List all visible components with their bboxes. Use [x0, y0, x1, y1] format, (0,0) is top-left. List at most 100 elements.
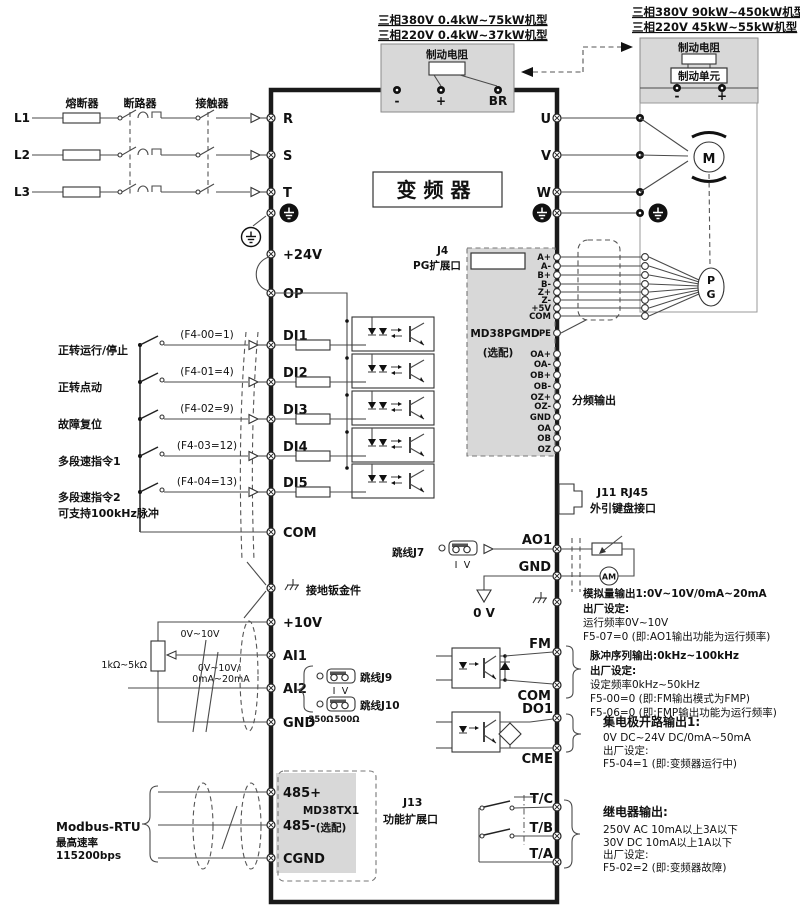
j13-port-outline	[277, 770, 377, 882]
terminal-fm	[552, 647, 562, 657]
terminal-do1	[552, 713, 562, 723]
pg-terminal-label: B+	[537, 271, 551, 281]
terminal-plus-label: +	[717, 89, 727, 103]
optocoupler-icon	[351, 390, 435, 426]
terminal-tb	[552, 831, 562, 841]
pg-terminal-label: OZ-	[534, 402, 551, 412]
md38tx1-card	[276, 773, 356, 873]
jumper-j7-icon	[438, 540, 478, 556]
ao-note-4: F5-07=0 (即:AO1输出功能为运行频率)	[583, 630, 770, 643]
pulse-and-collector-outputs: FM COM 脉冲序列输出:0kHz~100kHz 出厂设定: 设定频率0kHz…	[436, 637, 777, 770]
oc-note-1: 0V DC~24V DC/0mA~50mA	[603, 732, 752, 744]
ground-plate-label: 接地钣金件	[306, 583, 361, 597]
terminal-shield-ground	[266, 583, 276, 593]
oc-note-3: F5-04=1 (即:变频器运行中)	[603, 757, 737, 770]
resistor-symbol	[681, 53, 717, 65]
model-range-line1: 三相380V 90kW~450kW机型	[632, 5, 800, 19]
terminal-tc	[552, 802, 562, 812]
terminal-PE-input	[266, 208, 276, 218]
terminal-plus-dot	[437, 86, 445, 94]
terminal-ai2-label: AI2	[283, 682, 307, 697]
model-range-line2: 三相220V 0.4kW~37kW机型	[378, 28, 548, 42]
oc-title: 集电极开路输出1:	[602, 714, 700, 729]
terminal-10v-label: +10V	[283, 616, 322, 631]
terminal-tb-label: T/B	[529, 821, 553, 836]
terminal-cgnd	[266, 853, 276, 863]
l2-label: L2	[14, 148, 30, 162]
ground-plate: 接地钣金件	[243, 561, 361, 619]
terminal-gnd2-label: GND	[519, 560, 552, 575]
resistor-symbol	[428, 61, 466, 76]
terminal-plus-label: +	[436, 94, 446, 108]
op-common-line	[275, 292, 348, 468]
fm-note-3: 设定频率0kHz~50kHz	[590, 678, 700, 691]
relay-brace	[563, 799, 581, 869]
di2-row: 正转点动 (F4-01=4) DI2	[58, 353, 435, 394]
terminal-minus-label: -	[675, 89, 680, 103]
pg-card-box	[466, 247, 556, 457]
fm-brace	[565, 645, 582, 699]
chassis-ground-icon	[284, 578, 300, 591]
terminal-com	[266, 527, 276, 537]
optocoupler-icon	[351, 353, 435, 389]
pg-terminal-label: A+	[537, 253, 551, 263]
contactor-label: 接触器	[196, 96, 230, 110]
terminal-ai2	[266, 683, 276, 693]
fuse-symbol	[62, 112, 101, 124]
keypad-port-line2: 外引键盘接口	[589, 501, 656, 515]
zero-volt-label: 0 V	[473, 606, 496, 620]
motor-encoder-link	[708, 173, 711, 267]
motor-output: U V W M	[531, 112, 727, 267]
jumper-j9-icon	[316, 668, 356, 684]
inverter-title: 变频器	[397, 178, 478, 202]
l3-label: L3	[14, 185, 30, 199]
terminal-fm-label: FM	[529, 637, 551, 652]
relay-title: 继电器输出:	[603, 804, 668, 819]
terminal-tc-label: T/C	[530, 792, 553, 807]
terminal-gnd-label: GND	[283, 716, 316, 731]
di3-function: 故障复位	[58, 417, 102, 431]
ao-note-1: 模拟量输出1:0V~10V/0mA~20mA	[583, 587, 768, 600]
fuse-label: 熔断器	[66, 96, 100, 110]
terminal-485n	[266, 820, 276, 830]
pg-terminal-label: OZ	[538, 445, 551, 455]
di4-param: (F4-03=12)	[177, 440, 237, 452]
ai1-range: 0V~10V	[180, 629, 220, 640]
terminal-S	[266, 150, 276, 160]
j10-250-label: 250Ω	[309, 715, 334, 725]
pg-card-optional: (选配)	[483, 346, 514, 359]
terminal-shield2	[552, 597, 562, 607]
pg-terminal-label: OB	[537, 434, 551, 444]
motor-ground-icon	[647, 202, 669, 224]
terminal-di4	[266, 451, 276, 461]
do1-brace	[565, 713, 582, 753]
optocoupler-icon	[351, 463, 435, 499]
analog-inputs: 1kΩ~5kΩ 0V~10V 0V~10V/ 0mA~20mA +10V AI1…	[101, 616, 400, 733]
pg-terminal-label: OB-	[534, 382, 552, 392]
diode-bridge-icon	[498, 722, 522, 746]
twisted-pair-shield	[240, 782, 262, 870]
braking-unit-symbol	[670, 67, 728, 84]
terminal-R-label: R	[283, 112, 293, 127]
pg-terminal-label: B-	[541, 280, 551, 290]
terminal-br-dot	[494, 86, 502, 94]
terminal-T	[266, 187, 276, 197]
di2-function: 正转点动	[58, 380, 102, 394]
optocoupler-icon	[351, 316, 435, 352]
terminal-br-label: BR	[489, 94, 507, 108]
control-supply: +24V OP	[255, 248, 348, 468]
terminal-com2	[552, 680, 562, 690]
ao-note-2: 出厂设定:	[583, 602, 629, 615]
terminal-V	[552, 150, 562, 160]
di4-row: 多段速指令1 (F4-03=12) DI4	[58, 427, 435, 468]
breaker-label: 断路器	[124, 96, 158, 110]
pe-ground-icon	[531, 202, 553, 224]
terminal-di2	[266, 377, 276, 387]
keypad-port-line1: J11 RJ45	[596, 486, 648, 499]
terminal-W	[552, 187, 562, 197]
pe-ground-icon	[278, 202, 300, 224]
pg-terminal-label: GND	[530, 413, 551, 423]
phase-l1: L1	[14, 109, 267, 125]
pg-card: J4 PG扩展口 MD38PGMD (选配) A+ A- B+ B- Z+ Z-…	[413, 239, 725, 457]
terminal-ai1	[266, 650, 276, 660]
